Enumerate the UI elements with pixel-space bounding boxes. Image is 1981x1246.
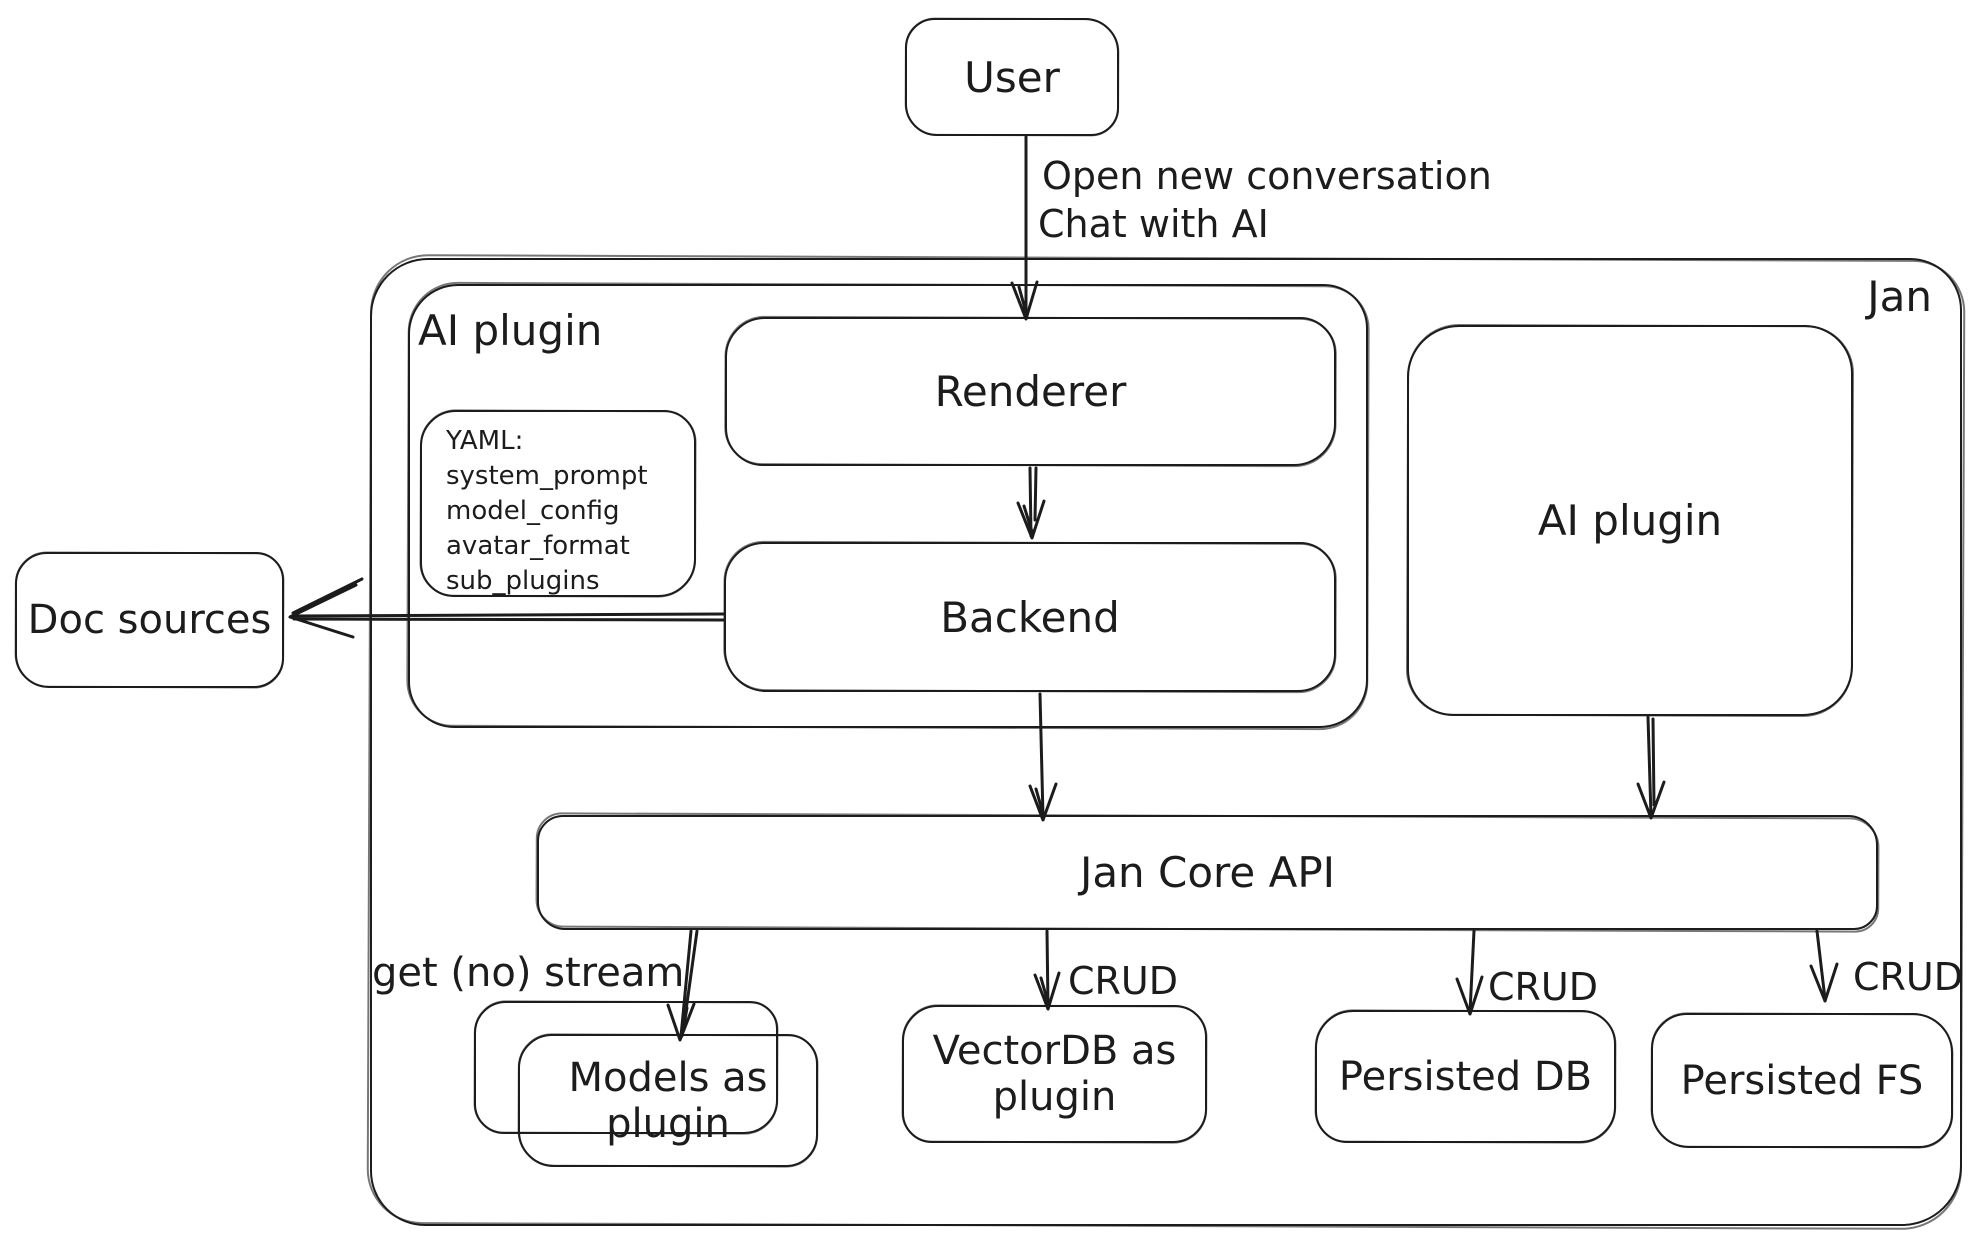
edge-label-crud-persisted-fs: CRUD <box>1853 955 1964 999</box>
frame-ai-plugin: AI plugin <box>408 284 1368 728</box>
node-persisted-db: Persisted DB <box>1315 1010 1616 1143</box>
edge-label-crud-persisted-db: CRUD <box>1488 965 1599 1009</box>
node-ai-plugin-label: AI plugin <box>1537 496 1723 545</box>
node-user-label: User <box>964 52 1060 102</box>
yaml-line: model_config <box>446 496 620 526</box>
yaml-line: system_prompt <box>446 461 648 491</box>
edge-label-get-no-stream: get (no) stream <box>372 950 685 996</box>
node-persisted-fs-label: Persisted FS <box>1680 1057 1924 1104</box>
edge-label-crud-vectordb: CRUD <box>1068 959 1179 1003</box>
node-vectordb-as-plugin: VectorDB as plugin <box>902 1005 1207 1143</box>
node-models-as-plugin-label: Models as plugin <box>568 1054 768 1147</box>
note-yaml-config: YAML: system_prompt model_config avatar_… <box>420 410 696 597</box>
node-renderer: Renderer <box>725 317 1336 466</box>
node-persisted-db-label: Persisted DB <box>1338 1053 1593 1100</box>
yaml-line: YAML: <box>446 426 524 456</box>
yaml-line: avatar_format <box>446 531 630 561</box>
frame-jan-label: Jan <box>1867 272 1932 321</box>
node-doc-sources: Doc sources <box>15 552 284 688</box>
node-models-as-plugin: Models as plugin <box>518 1034 818 1167</box>
yaml-line: sub_plugins <box>446 566 600 596</box>
node-vectordb-as-plugin-label: VectorDB as plugin <box>932 1028 1177 1120</box>
node-renderer-label: Renderer <box>934 367 1127 416</box>
edge-label-open-new-conversation: Open new conversation <box>1042 154 1492 198</box>
node-backend-label: Backend <box>940 592 1120 642</box>
node-ai-plugin: AI plugin <box>1407 325 1853 716</box>
edge-label-chat-with-ai: Chat with AI <box>1038 202 1269 246</box>
node-user: User <box>905 18 1119 136</box>
node-backend: Backend <box>724 542 1336 692</box>
node-jan-core-api-label: Jan Core API <box>1079 848 1336 897</box>
node-jan-core-api: Jan Core API <box>537 815 1878 930</box>
frame-jan: Jan <box>370 258 1962 1226</box>
node-doc-sources-label: Doc sources <box>27 597 272 643</box>
frame-ai-plugin-label: AI plugin <box>418 306 603 355</box>
node-persisted-fs: Persisted FS <box>1651 1013 1953 1148</box>
